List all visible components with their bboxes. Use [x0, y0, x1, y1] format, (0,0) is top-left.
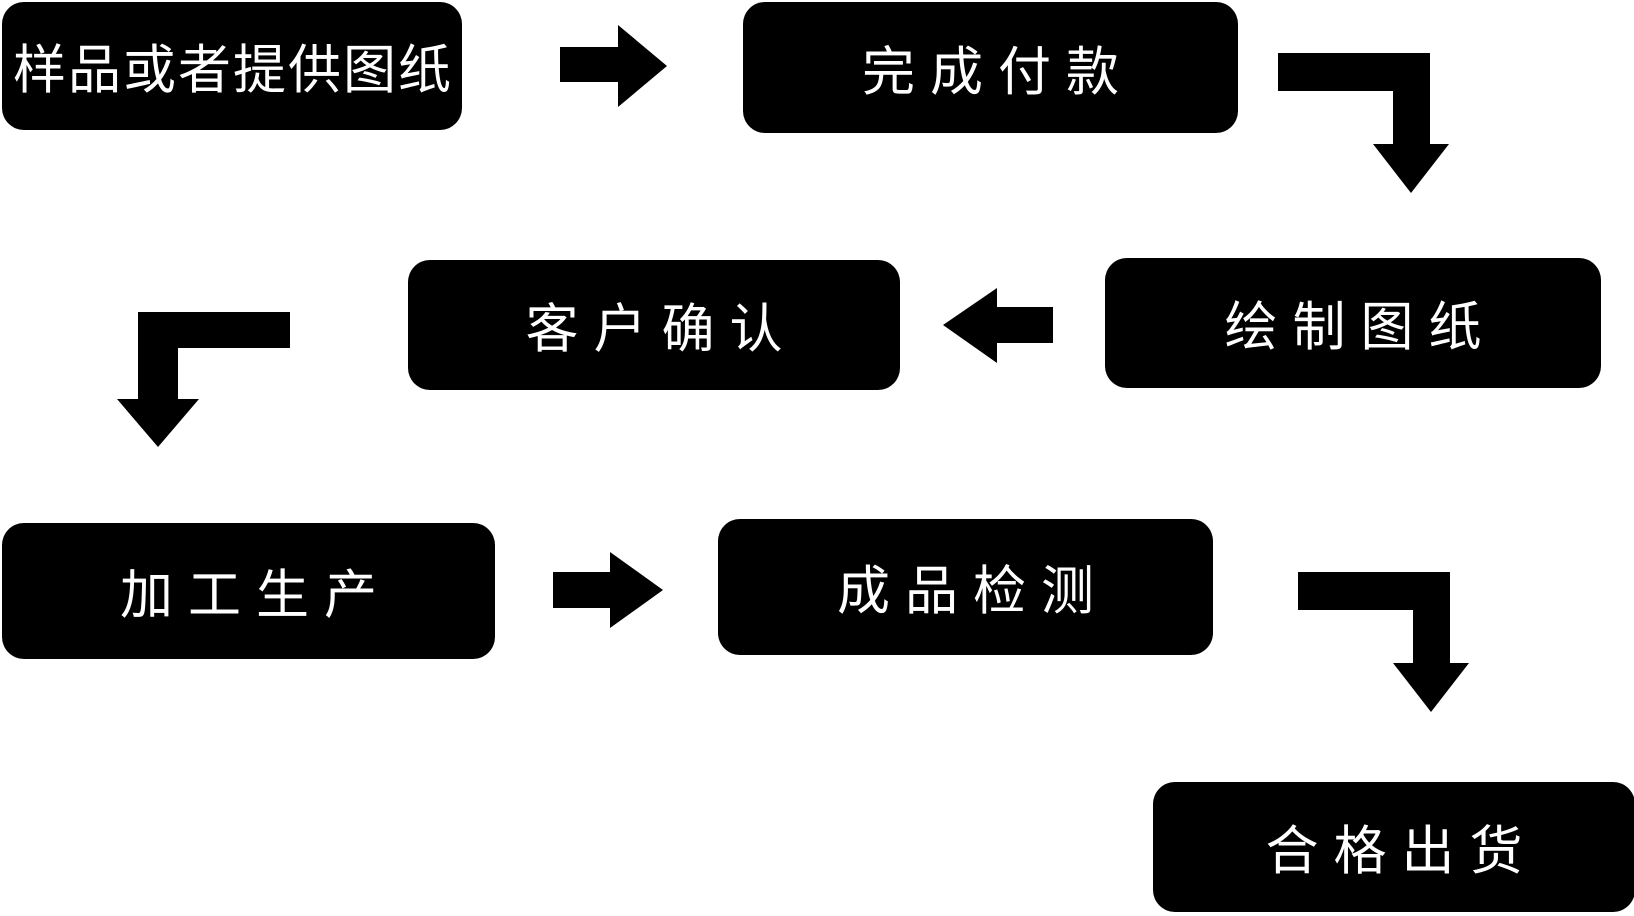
arrow-elbow-down-left-icon: [117, 312, 290, 447]
arrow-left-icon: [943, 288, 1053, 363]
flow-node-label: 加工生产: [120, 566, 392, 625]
flow-node-customer-confirmation: 客户确认: [408, 260, 900, 390]
arrow-right-icon: [553, 552, 663, 628]
flow-node-label: 样品或者提供图纸: [13, 41, 453, 100]
flow-node-processing-production: 加工生产: [2, 523, 495, 659]
flow-node-label: 完成付款: [862, 42, 1134, 102]
flow-node-draw-drawings: 绘制图纸: [1105, 258, 1601, 388]
flow-node-label: 绘制图纸: [1224, 298, 1497, 357]
flow-node-finished-product-inspection: 成品检测: [718, 519, 1213, 655]
arrow-elbow-down-right-icon: [1278, 53, 1449, 193]
flow-node-label: 合格出货: [1265, 822, 1538, 881]
flow-node-sample-or-drawings: 样品或者提供图纸: [2, 2, 462, 130]
flow-node-qualified-shipment: 合格出货: [1153, 782, 1634, 912]
flow-node-label: 客户确认: [525, 300, 798, 359]
flow-node-label: 成品检测: [837, 562, 1109, 621]
flow-node-complete-payment: 完成付款: [743, 2, 1238, 133]
arrow-elbow-down-right-icon: [1298, 572, 1469, 712]
arrow-right-icon: [560, 25, 667, 107]
